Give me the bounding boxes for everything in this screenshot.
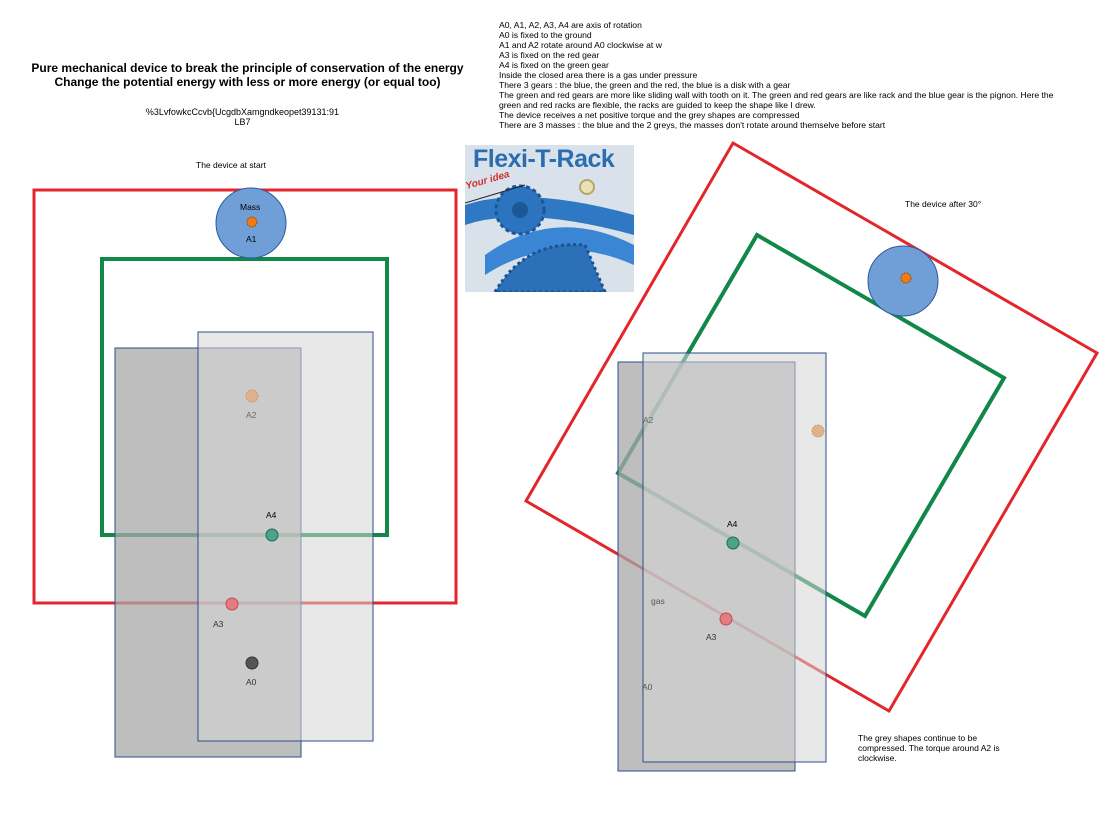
label-a3-start: A3 xyxy=(213,619,224,629)
note-line: A0 is fixed to the ground xyxy=(499,30,592,40)
axis-a3-start xyxy=(225,597,239,611)
note-line: The device receives a net positive torqu… xyxy=(499,110,800,120)
label-a4-start: A4 xyxy=(266,510,277,520)
axis-a1-after xyxy=(900,272,912,284)
note-line: A1 and A2 rotate around A0 clockwise at … xyxy=(499,40,662,50)
grey-mass-light-start xyxy=(197,331,374,742)
axis-a4-start xyxy=(265,528,279,542)
title-line-2: Change the potential energy with less or… xyxy=(54,75,441,89)
blue-gear-start xyxy=(215,187,287,259)
note-line: Inside the closed area there is a gas un… xyxy=(499,70,698,80)
label-a0-start: A0 xyxy=(246,677,257,687)
label-a3-after: A3 xyxy=(706,632,717,642)
axis-a0-start xyxy=(245,656,259,670)
code-line-2: LB7 xyxy=(234,117,251,127)
label-a4-after: A4 xyxy=(727,519,738,529)
note-line: There 3 gears : the blue, the green and … xyxy=(499,80,791,90)
axis-a1-start xyxy=(246,216,258,228)
label-mass: Mass xyxy=(240,202,261,212)
note-line: A0, A1, A2, A3, A4 are axis of rotation xyxy=(499,20,642,30)
page-title: Pure mechanical device to break the prin… xyxy=(20,61,475,89)
note-line: The green and red gears are more like sl… xyxy=(499,90,1054,110)
caption-start: The device at start xyxy=(196,160,266,170)
caption-grey-note: The grey shapes continue to be compresse… xyxy=(858,733,1000,763)
logo-title: Flexi-T-Rack xyxy=(473,145,615,173)
title-line-1: Pure mechanical device to break the prin… xyxy=(31,61,464,75)
green-rack-start xyxy=(100,257,389,537)
code-line-1: %3LvfowkcCcvb{UcgdbXamgndkeopet39131:91 xyxy=(145,107,340,117)
note-line: A3 is fixed on the red gear xyxy=(499,50,600,60)
caption-after: The device after 30° xyxy=(905,199,982,209)
description-notes: A0, A1, A2, A3, A4 are axis of rotation … xyxy=(499,20,1069,130)
label-gas: gas xyxy=(651,596,665,606)
label-a0-after: A0 xyxy=(642,682,653,692)
green-rack-after xyxy=(615,232,1007,619)
red-rack-start xyxy=(32,188,458,605)
axis-a2-start xyxy=(245,389,259,403)
device-at-start xyxy=(32,187,458,758)
axis-a2-after xyxy=(811,424,825,438)
reference-code: %3LvfowkcCcvb{UcgdbXamgndkeopet39131:91 … xyxy=(140,107,345,127)
grey-mass-light-after xyxy=(642,352,827,763)
note-line: There are 3 masses : the blue and the 2 … xyxy=(499,120,886,130)
label-a1-start: A1 xyxy=(246,234,257,244)
axis-a3-after xyxy=(719,612,733,626)
axis-a4-after xyxy=(726,536,740,550)
flexi-t-rack-image: Flexi-T-Rack Your idea xyxy=(465,145,634,292)
blue-gear-after xyxy=(867,245,939,317)
grey-mass-dark-start xyxy=(114,347,302,758)
note-line: A4 is fixed on the green gear xyxy=(499,60,609,70)
label-a2-after: A2 xyxy=(643,415,654,425)
label-a2-start: A2 xyxy=(246,410,257,420)
